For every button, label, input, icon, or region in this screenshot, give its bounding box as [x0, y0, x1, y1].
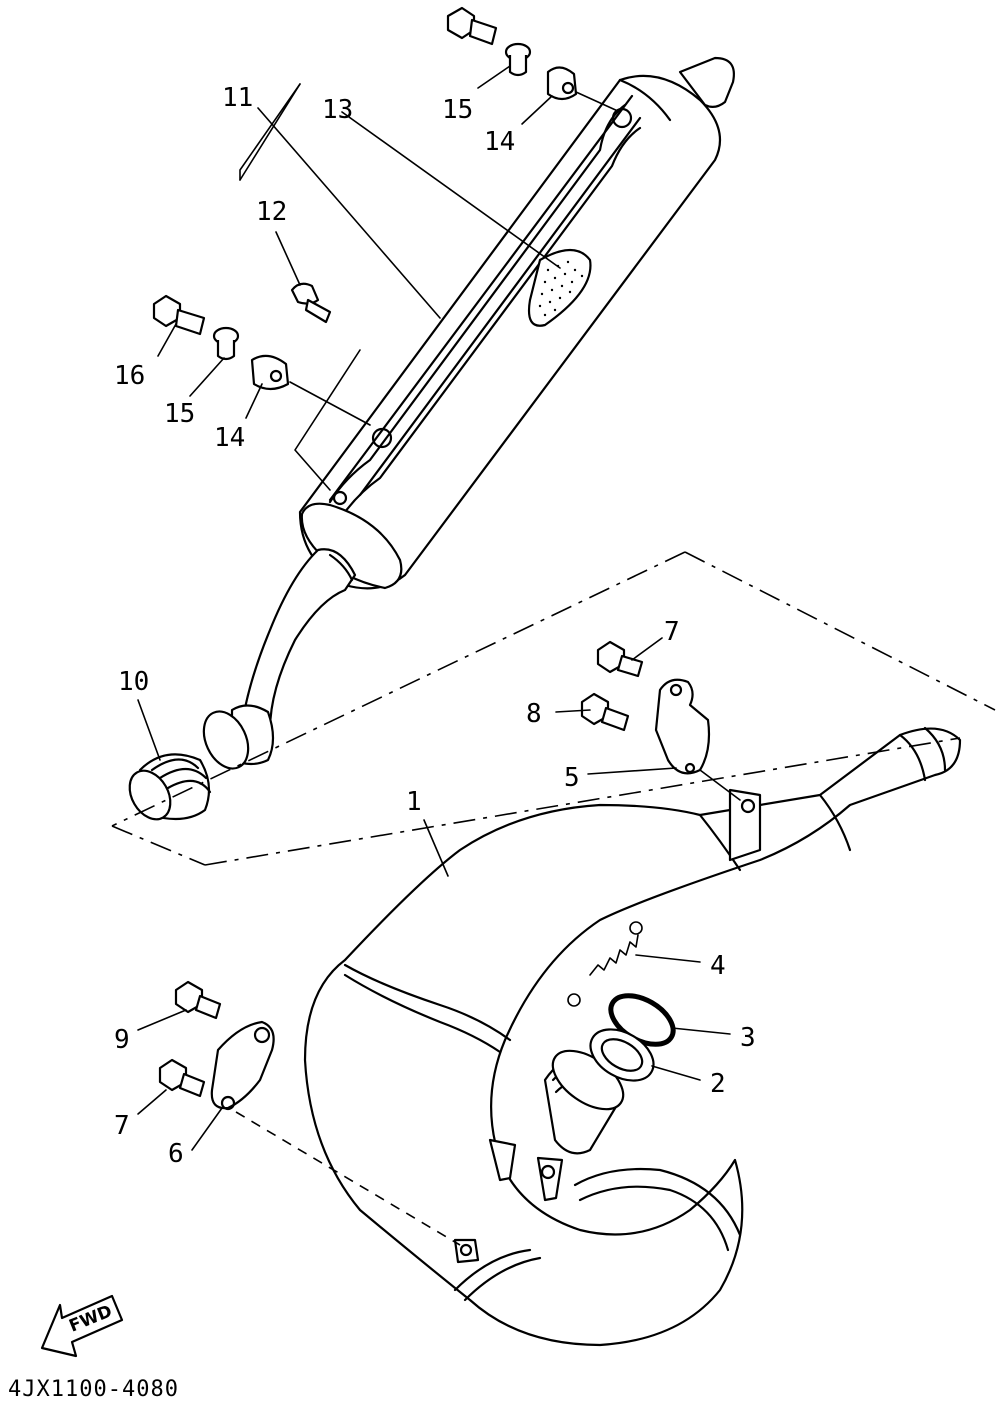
bolt-7-upper	[596, 640, 644, 678]
callout-7-lower: 7	[114, 1111, 130, 1141]
alignment-lines	[111, 91, 996, 1246]
callout-14-left: 14	[214, 423, 245, 453]
callout-15-top: 15	[442, 95, 473, 125]
grommet-14-top	[546, 66, 578, 101]
callout-13: 13	[322, 95, 353, 125]
callout-15-left: 15	[164, 399, 195, 429]
leader-lines	[137, 65, 731, 1151]
bolt-9	[174, 980, 222, 1020]
callout-11: 11	[222, 83, 253, 113]
callout-14-top: 14	[484, 127, 515, 157]
callout-1: 1	[406, 787, 422, 817]
callout-4: 4	[710, 951, 726, 981]
bracket-5	[654, 678, 711, 775]
callout-6: 6	[168, 1139, 184, 1169]
fwd-arrow-icon: FWD	[40, 1294, 124, 1358]
bolt-8	[580, 692, 630, 732]
bracket-6	[210, 1020, 275, 1111]
spring-4	[567, 921, 643, 1007]
bolt-top	[446, 6, 498, 46]
callout-8: 8	[526, 699, 542, 729]
callout-10: 10	[118, 667, 149, 697]
gasket-2	[589, 1028, 655, 1082]
callout-12: 12	[256, 197, 287, 227]
collar-15-left	[212, 326, 240, 361]
callout-7-upper: 7	[664, 617, 680, 647]
callout-16: 16	[114, 361, 145, 391]
muffler-gasket	[128, 753, 212, 821]
callout-9: 9	[114, 1025, 130, 1055]
callout-2: 2	[710, 1069, 726, 1099]
grommet-14-left	[250, 354, 290, 391]
muffler-assembly	[202, 56, 735, 770]
exhaust-pipe	[303, 726, 962, 1347]
diagram-code: 4JX1100-4080	[8, 1377, 179, 1402]
callout-3: 3	[740, 1023, 756, 1053]
bolt-12	[290, 282, 332, 324]
collar-15-top	[504, 42, 532, 77]
bolt-7-lower	[158, 1058, 206, 1098]
callout-5: 5	[564, 763, 580, 793]
bolt-16	[152, 294, 206, 336]
callout-labels: 1 2 3 4 5 6 7 7 8 9 10 11 12 13 14 14 15…	[114, 83, 756, 1169]
